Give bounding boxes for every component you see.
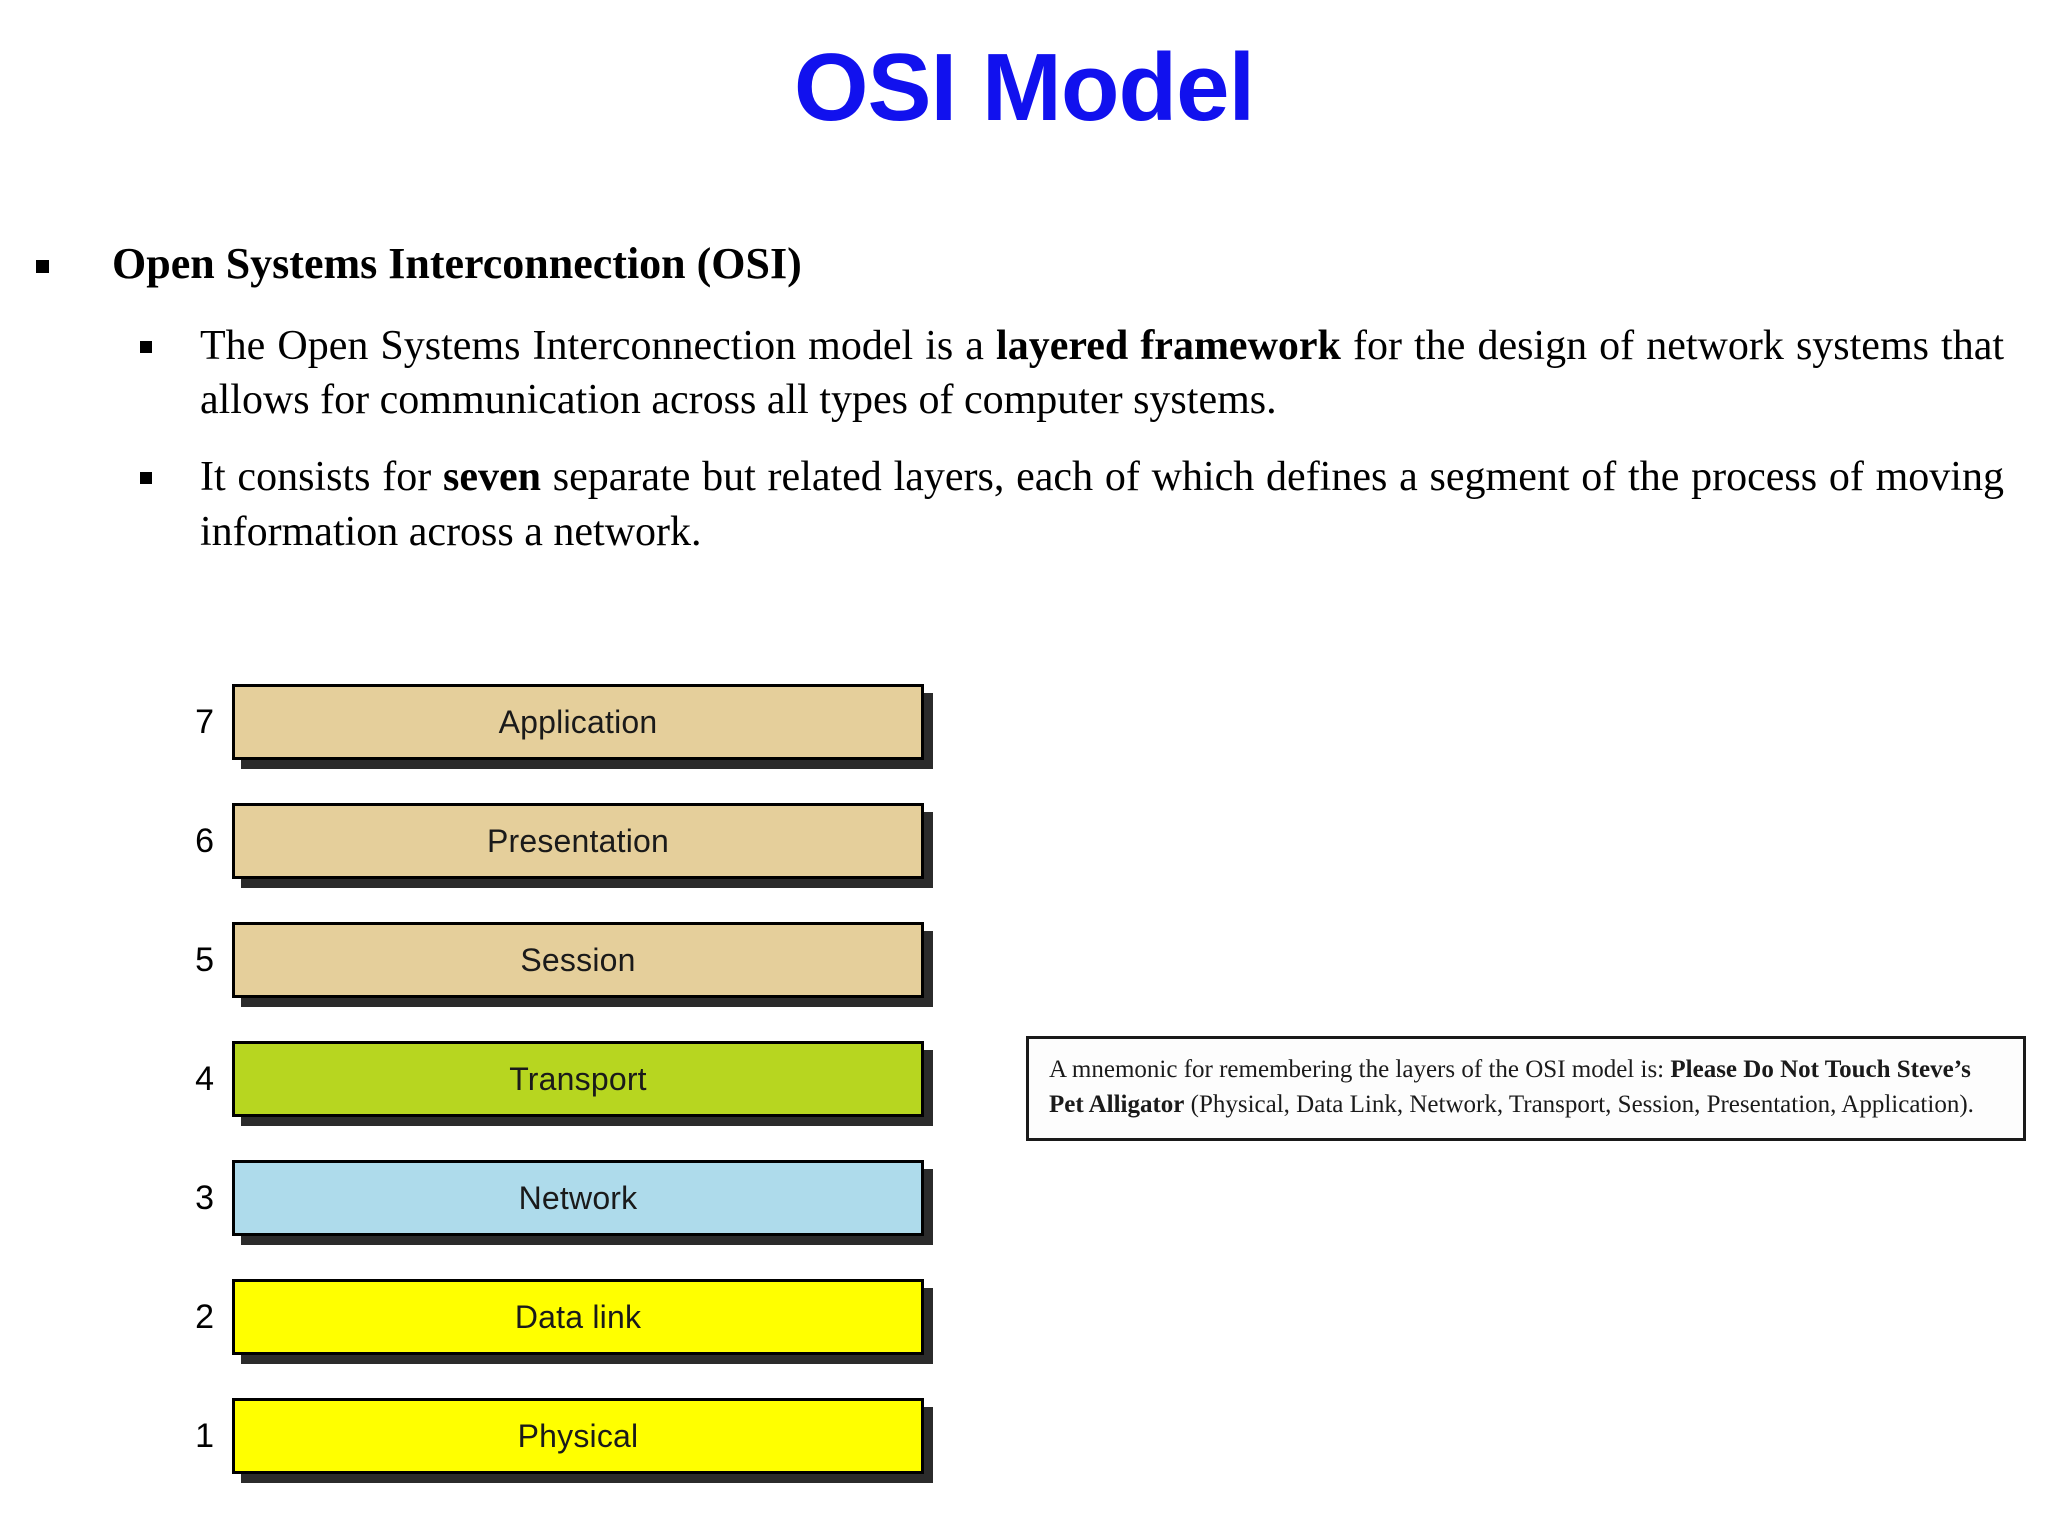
layer-box-data-link[interactable]: Data link xyxy=(232,1279,924,1355)
heading-bullet: Open Systems Interconnection (OSI) xyxy=(0,238,2048,291)
layer-box-physical[interactable]: Physical xyxy=(232,1398,924,1474)
layer-number: 2 xyxy=(195,1298,214,1336)
layer-label: Session xyxy=(520,941,636,978)
sub-bullet-list: The Open Systems Interconnection model i… xyxy=(0,319,2048,559)
layer-box-network[interactable]: Network xyxy=(232,1160,924,1236)
layer-box-application[interactable]: Application xyxy=(232,684,924,760)
list-item: The Open Systems Interconnection model i… xyxy=(0,319,2048,428)
bullet-1-post: for the design of network systems that a… xyxy=(200,322,2005,424)
mnemonic-line-2-post: (Physical, Data Link, Network, Transport… xyxy=(1184,1090,1974,1118)
bullet-2-post: separate but related layers, each of whi… xyxy=(200,453,2004,555)
osi-layer-stack: 7 Application 6 Presentation 5 Session 4 Transp… xyxy=(170,684,950,1517)
layer-number: 3 xyxy=(195,1179,214,1217)
square-bullet-icon xyxy=(36,260,49,273)
list-item: It consists for seven separate but relat… xyxy=(0,450,2048,559)
osi-layer-row: 3 Network xyxy=(170,1160,950,1245)
layer-number: 6 xyxy=(195,822,214,860)
layer-number: 1 xyxy=(195,1417,214,1455)
mnemonic-line-2: Pet Alligator (Physical, Data Link, Netw… xyxy=(1049,1088,2005,1123)
layer-label: Physical xyxy=(517,1417,639,1454)
layer-box-wrapper: Physical xyxy=(232,1398,933,1483)
heading-text: Open Systems Interconnection (OSI) xyxy=(112,239,802,288)
osi-layer-row: 7 Application xyxy=(170,684,950,769)
layer-number: 4 xyxy=(195,1060,214,1098)
layer-box-wrapper: Application xyxy=(232,684,933,769)
bullet-1-strong: layered framework xyxy=(996,322,1341,369)
layer-label: Application xyxy=(498,703,658,740)
square-bullet-icon xyxy=(140,340,152,353)
layer-box-wrapper: Network xyxy=(232,1160,933,1245)
body-content: Open Systems Interconnection (OSI) The O… xyxy=(0,238,2048,581)
mnemonic-line-1: A mnemonic for remembering the layers of… xyxy=(1049,1053,2005,1088)
square-bullet-icon xyxy=(140,471,152,484)
layer-label: Transport xyxy=(509,1060,647,1097)
osi-layer-row: 5 Session xyxy=(170,922,950,1007)
layer-box-wrapper: Presentation xyxy=(232,803,933,888)
layer-box-wrapper: Session xyxy=(232,922,933,1007)
bullet-2-pre: It consists for xyxy=(200,453,443,500)
layer-box-transport[interactable]: Transport xyxy=(232,1041,924,1117)
osi-layer-row: 1 Physical xyxy=(170,1398,950,1483)
mnemonic-line-1-strong: Please Do Not Touch Steve’s xyxy=(1670,1056,1971,1083)
layer-box-session[interactable]: Session xyxy=(232,922,924,998)
layer-label: Network xyxy=(518,1179,638,1216)
bullet-2-strong: seven xyxy=(442,453,541,500)
bullet-1-pre: The Open Systems Interconnection model i… xyxy=(200,322,997,369)
layer-number: 7 xyxy=(195,703,214,741)
osi-layer-row: 4 Transport xyxy=(170,1041,950,1126)
layer-box-presentation[interactable]: Presentation xyxy=(232,803,924,879)
osi-layer-row: 2 Data link xyxy=(170,1279,950,1364)
layer-label: Data link xyxy=(514,1298,642,1335)
layer-box-wrapper: Data link xyxy=(232,1279,933,1364)
mnemonic-note: A mnemonic for remembering the layers of… xyxy=(1026,1036,2026,1141)
mnemonic-line-1-pre: A mnemonic for remembering the layers of… xyxy=(1049,1056,1671,1083)
page-title: OSI Model xyxy=(793,34,1255,141)
layer-label: Presentation xyxy=(486,822,670,859)
layer-number: 5 xyxy=(195,941,214,979)
layer-box-wrapper: Transport xyxy=(232,1041,933,1126)
mnemonic-line-2-strong: Pet Alligator xyxy=(1049,1090,1185,1118)
osi-layer-row: 6 Presentation xyxy=(170,803,950,888)
